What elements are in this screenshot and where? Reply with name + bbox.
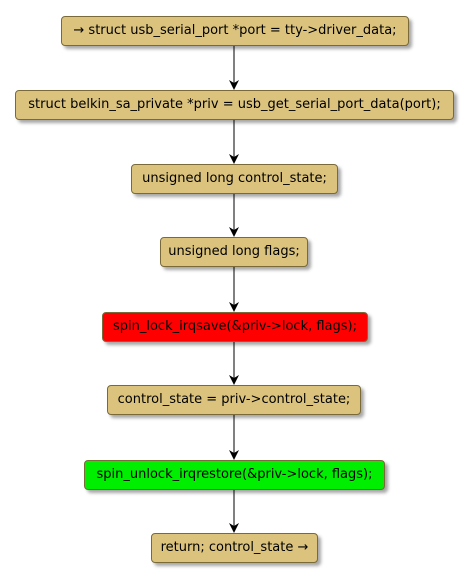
node-return: return; control_state → [151, 533, 318, 563]
node-flags-decl: unsigned long flags; [160, 237, 308, 267]
node-spin-unlock: spin_unlock_irqrestore(&priv->lock, flag… [84, 460, 385, 490]
node-control-state-decl: unsigned long control_state; [131, 164, 338, 194]
node-priv-assignment: struct belkin_sa_private *priv = usb_get… [15, 90, 454, 120]
node-port-assignment: → struct usb_serial_port *port = tty->dr… [61, 16, 409, 46]
node-spin-lock: spin_lock_irqsave(&priv->lock, flags); [102, 312, 368, 342]
node-control-state-read: control_state = priv->control_state; [107, 385, 361, 415]
